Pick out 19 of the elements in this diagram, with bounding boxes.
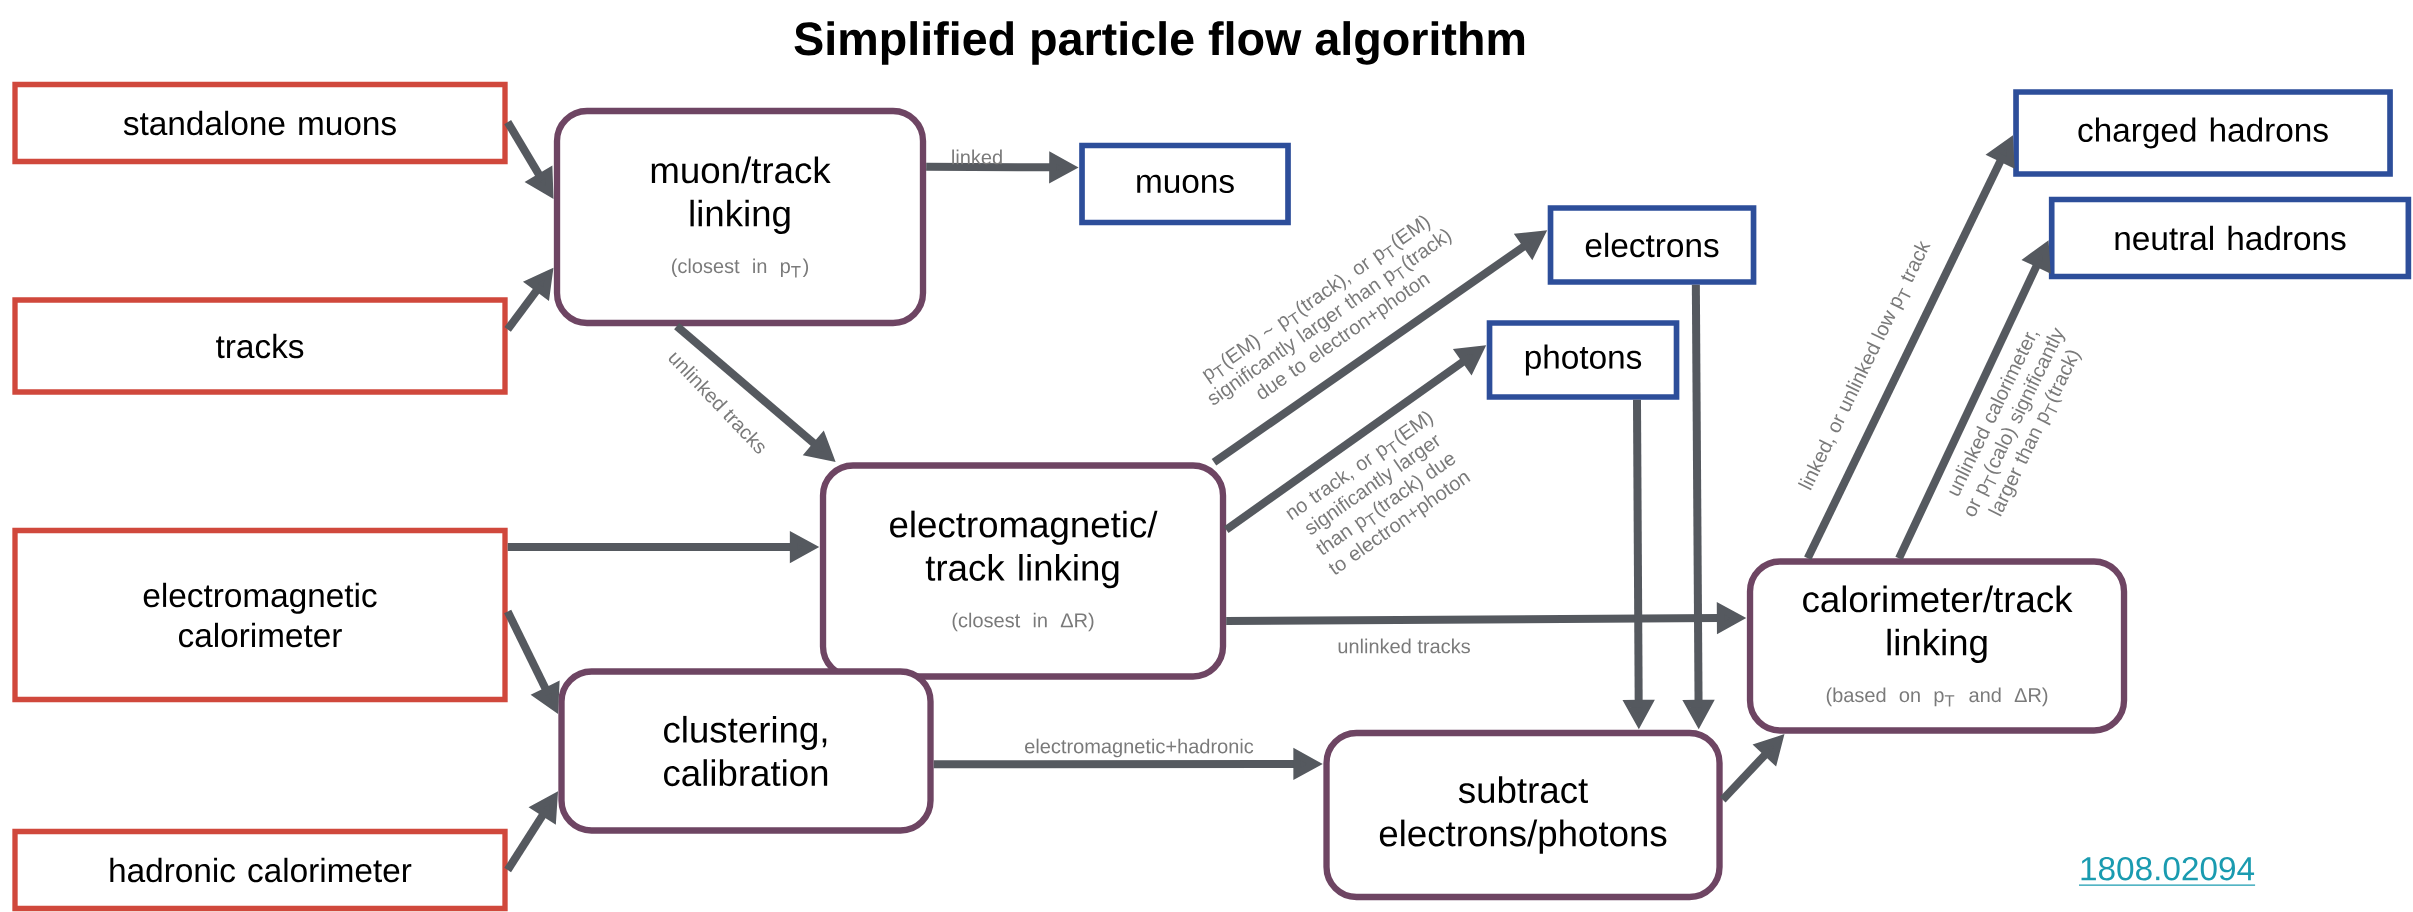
output-box: charged hadrons [2013, 89, 2393, 177]
output-box: neutral hadrons [2048, 196, 2412, 280]
output-box: muons [1079, 142, 1291, 226]
process-box: subtract electrons/photons [1323, 729, 1723, 901]
title: Simplified particle flow algorithm [794, 21, 1525, 65]
input-box: standalone muons [12, 81, 508, 165]
output-box: photons [1486, 320, 1680, 400]
reference-link: 1808.02094 [2078, 856, 2256, 886]
input-box: hadronic calorimeter [12, 828, 508, 912]
process-box: electromagnetic/ track linking (closest in ΔR) [819, 462, 1227, 680]
process-box: calorimeter/track linking (based on p$_{T}$ and ΔR) [1746, 558, 2128, 734]
edge-label: unlinked tracks [1338, 638, 1470, 654]
output-box: electrons [1547, 205, 1757, 285]
input-box: electromagnetic calorimeter [12, 527, 508, 703]
input-box: tracks [12, 297, 508, 395]
edge-label: electromagnetic+hadronic [1025, 738, 1254, 758]
process-box: clustering, calibration [558, 668, 934, 834]
edge-label: linked [952, 149, 1002, 165]
process-box: muon/track linking (closest in p$_{T}$) [553, 107, 927, 327]
